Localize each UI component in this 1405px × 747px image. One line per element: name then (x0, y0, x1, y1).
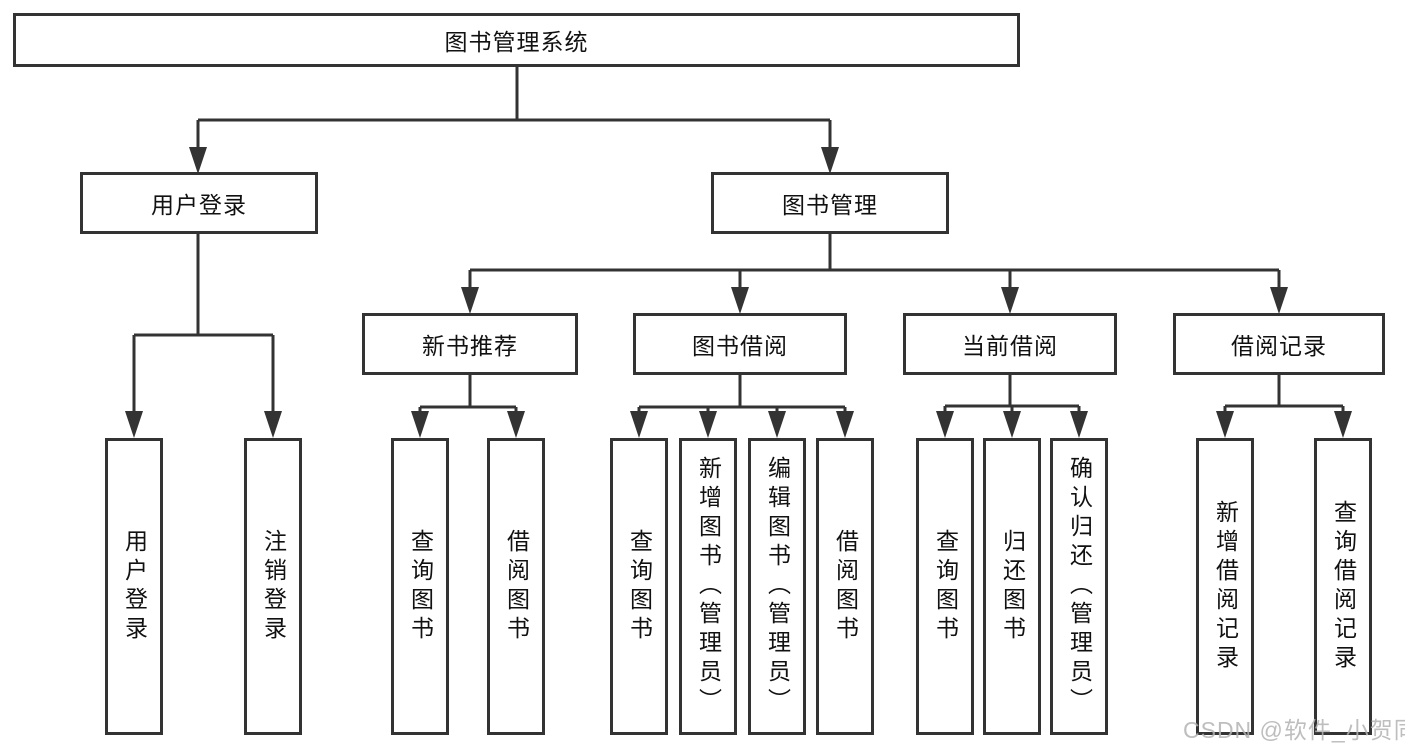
leaf-confirm-return-admin: 确认归还（管理员） (1050, 438, 1108, 735)
leaf-add-books-admin: 新增图书（管理员） (679, 438, 737, 735)
leaf-return-books: 归还图书 (983, 438, 1041, 735)
node-book-borrowing: 图书借阅 (633, 313, 847, 375)
node-current-borrowing: 当前借阅 (903, 313, 1117, 375)
csdn-watermark: CSDN @软件_小贺同学 (1183, 717, 1405, 743)
node-library-system: 图书管理系统 (13, 13, 1020, 67)
leaf-query-books-current: 查询图书 (916, 438, 974, 735)
node-user-login-branch: 用户登录 (80, 172, 318, 234)
leaf-logout: 注销登录 (244, 438, 302, 735)
leaf-query-books-newbooks: 查询图书 (391, 438, 449, 735)
leaf-edit-books-admin: 编辑图书（管理员） (748, 438, 806, 735)
leaf-query-borrow-record: 查询借阅记录 (1314, 438, 1372, 735)
node-new-book-recommend: 新书推荐 (362, 313, 578, 375)
node-borrow-records: 借阅记录 (1173, 313, 1385, 375)
leaf-borrow-books-borrowing: 借阅图书 (816, 438, 874, 735)
leaf-user-login: 用户登录 (105, 438, 163, 735)
node-book-management: 图书管理 (711, 172, 949, 234)
leaf-borrow-books-newbooks: 借阅图书 (487, 438, 545, 735)
leaf-add-borrow-record: 新增借阅记录 (1196, 438, 1254, 735)
leaf-query-books-borrowing: 查询图书 (610, 438, 668, 735)
